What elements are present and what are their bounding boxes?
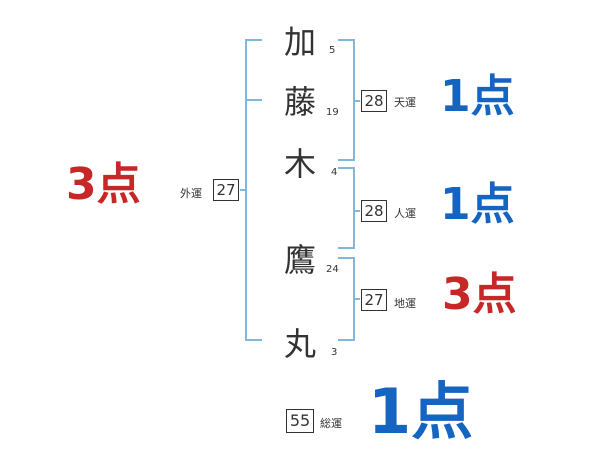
gaikaku-label: 外運 <box>180 187 202 200</box>
name-char-5: 丸 <box>283 325 316 363</box>
stroke-count-4: 24 <box>326 264 339 275</box>
jinkaku-score: 1点 <box>440 179 515 230</box>
gaikaku-bracket <box>240 39 262 341</box>
tenkaku-label: 天運 <box>394 96 416 109</box>
tenkaku-bracket-line <box>338 39 355 161</box>
chikaku-value-box: 27 <box>361 289 387 311</box>
name-char-1: 加 <box>283 23 316 61</box>
tenkaku-score: 1点 <box>440 71 515 122</box>
stroke-count-2: 19 <box>326 107 339 118</box>
tenkaku-value-box: 28 <box>361 90 387 112</box>
jinkaku-bracket-line <box>338 167 355 249</box>
chikaku-bracket-line <box>338 257 355 341</box>
stroke-count-1: 5 <box>329 45 336 56</box>
jinkaku-bracket <box>338 167 360 249</box>
jinkaku-label: 人運 <box>394 207 416 220</box>
chikaku-label: 地運 <box>394 297 416 310</box>
stroke-count-5: 3 <box>331 347 338 358</box>
gaikaku-value-box: 27 <box>213 179 239 201</box>
chikaku-score: 3点 <box>442 269 517 320</box>
chikaku-bracket <box>338 257 360 341</box>
gaikaku-bracket-line <box>245 39 262 341</box>
name-char-4: 鷹 <box>283 241 316 279</box>
soukaku-value-box: 55 <box>286 409 314 433</box>
soukaku-label: 総運 <box>320 417 342 430</box>
stroke-count-3: 4 <box>331 167 338 178</box>
gaikaku-score: 3点 <box>66 159 141 210</box>
tenkaku-bracket <box>338 39 360 161</box>
soukaku-score: 1点 <box>368 375 474 448</box>
name-char-3: 木 <box>283 145 316 183</box>
name-char-2: 藤 <box>283 83 316 121</box>
jinkaku-value-box: 28 <box>361 200 387 222</box>
